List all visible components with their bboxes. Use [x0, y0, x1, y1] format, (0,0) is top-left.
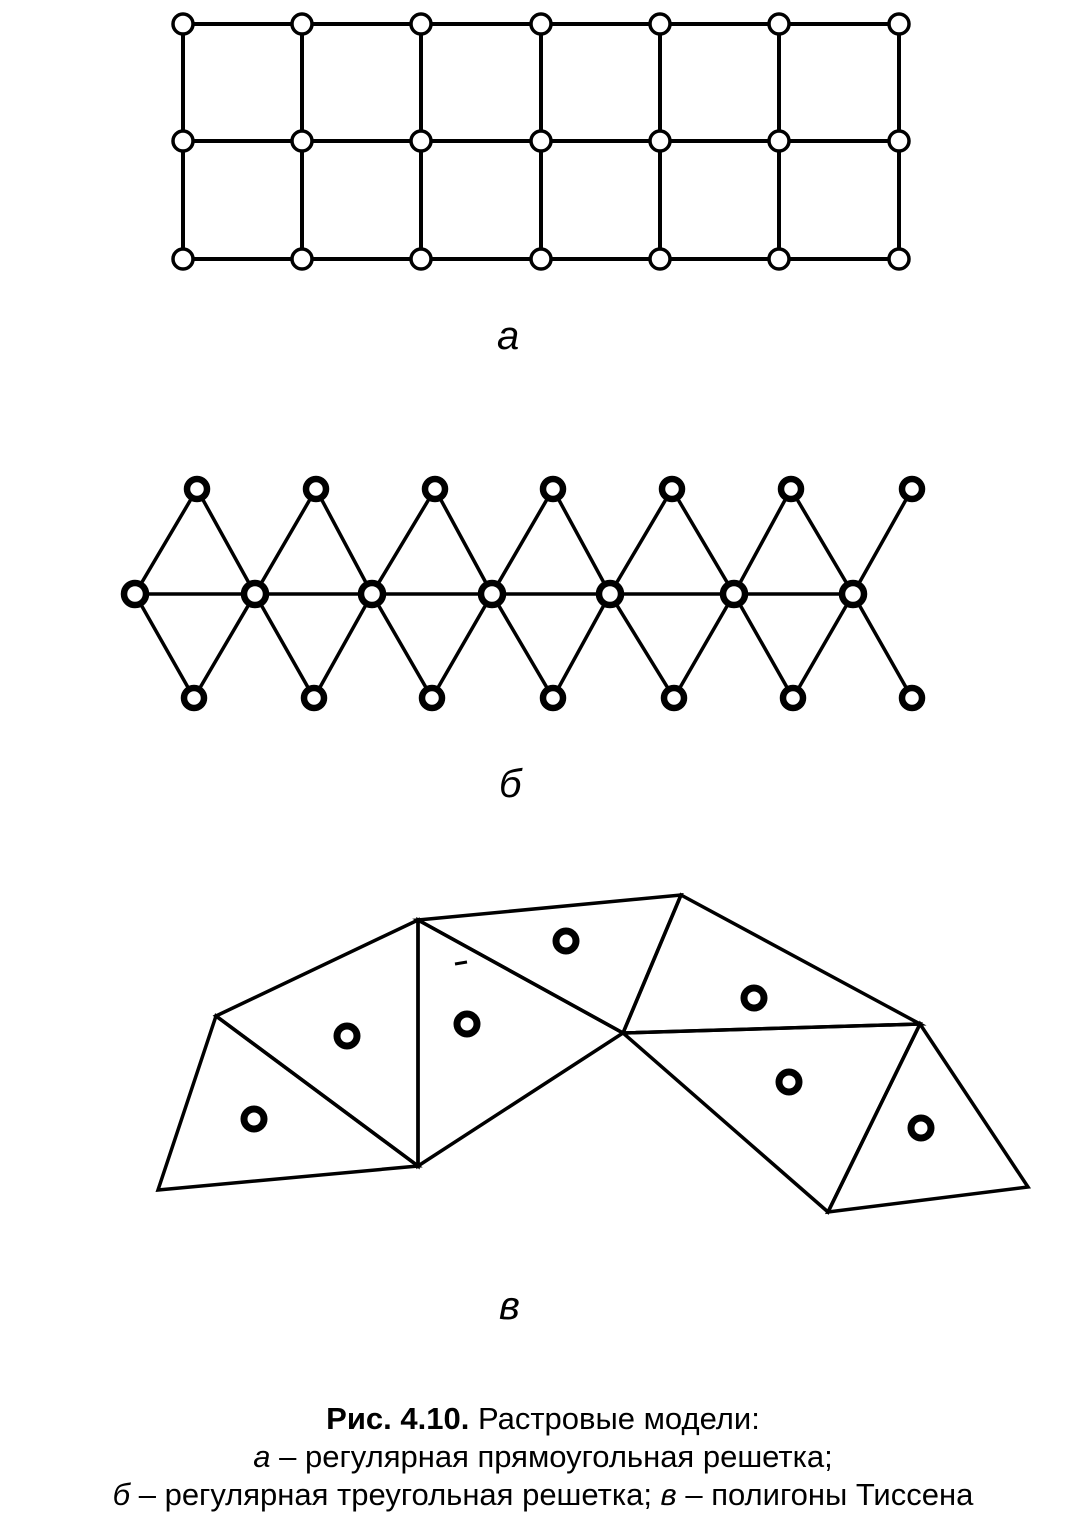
lattice-node	[240, 579, 270, 609]
grid-node	[648, 12, 672, 36]
grid-node	[409, 12, 433, 36]
caption-text-a: – регулярная прямоугольная решетка;	[270, 1439, 833, 1474]
panel-label-b: б	[499, 762, 522, 806]
grid-node	[767, 12, 791, 36]
caption-letter-c: в	[660, 1477, 677, 1512]
grid-node	[171, 247, 195, 271]
thiessen-polygons	[155, 892, 1032, 1215]
polygon-center	[453, 1010, 481, 1038]
lattice-node	[183, 475, 211, 503]
grid-node	[290, 247, 314, 271]
caption-line-2: а – регулярная прямоугольная решетка;	[0, 1438, 1086, 1476]
figure-caption: Рис. 4.10. Растровые модели: а – регуляр…	[0, 1400, 1086, 1514]
grid-node	[171, 129, 195, 153]
polygon-edges	[155, 892, 1032, 1215]
grid-node	[171, 12, 195, 36]
lattice-node	[418, 684, 446, 712]
grid-node	[648, 247, 672, 271]
polygon-centers	[240, 927, 935, 1142]
grid-node	[887, 129, 911, 153]
lattice-node	[898, 684, 926, 712]
panel-label-c: в	[499, 1284, 520, 1328]
grid-node	[529, 129, 553, 153]
lattice-node	[777, 475, 805, 503]
polygon-center	[740, 984, 768, 1012]
lattice-node	[779, 684, 807, 712]
lattice-node	[477, 579, 507, 609]
lattice-node	[838, 579, 868, 609]
lattice-node	[539, 684, 567, 712]
caption-letter-b: б	[112, 1477, 131, 1512]
panel-label-a: а	[497, 314, 520, 358]
grid-node	[409, 247, 433, 271]
caption-line-1: Рис. 4.10. Растровые модели:	[0, 1400, 1086, 1438]
lattice-node	[300, 684, 328, 712]
triangular-grid	[120, 475, 926, 712]
lattice-node	[180, 684, 208, 712]
polygon-center	[552, 927, 580, 955]
grid-node	[887, 12, 911, 36]
lattice-node	[660, 684, 688, 712]
triangle-nodes	[120, 475, 926, 712]
caption-title: Растровые модели:	[477, 1401, 760, 1436]
lattice-node	[421, 475, 449, 503]
speck-mark	[454, 960, 468, 966]
caption-line-3: б – регулярная треугольная решетка; в – …	[0, 1476, 1086, 1514]
lattice-node	[302, 475, 330, 503]
polygon-center	[907, 1114, 935, 1142]
lattice-node	[898, 475, 926, 503]
grid-node	[887, 247, 911, 271]
lattice-node	[357, 579, 387, 609]
lattice-node	[719, 579, 749, 609]
figure-number: Рис. 4.10.	[326, 1401, 470, 1436]
grid-node	[529, 247, 553, 271]
grid-node	[648, 129, 672, 153]
polygon-center	[240, 1105, 268, 1133]
polygon-center	[775, 1068, 803, 1096]
lattice-node	[658, 475, 686, 503]
lattice-node	[595, 579, 625, 609]
lattice-node	[120, 579, 150, 609]
rectangular-grid	[171, 12, 911, 271]
caption-text-c: – полигоны Тиссена	[676, 1477, 974, 1512]
grid-node	[767, 129, 791, 153]
caption-text-b: – регулярная треугольная решетка;	[130, 1477, 661, 1512]
grid-node	[529, 12, 553, 36]
caption-letter-a: а	[253, 1439, 271, 1474]
grid-node	[290, 129, 314, 153]
grid-node	[409, 129, 433, 153]
grid-node	[290, 12, 314, 36]
grid-nodes	[171, 12, 911, 271]
grid-node	[767, 247, 791, 271]
polygon-center	[333, 1022, 361, 1050]
lattice-node	[539, 475, 567, 503]
